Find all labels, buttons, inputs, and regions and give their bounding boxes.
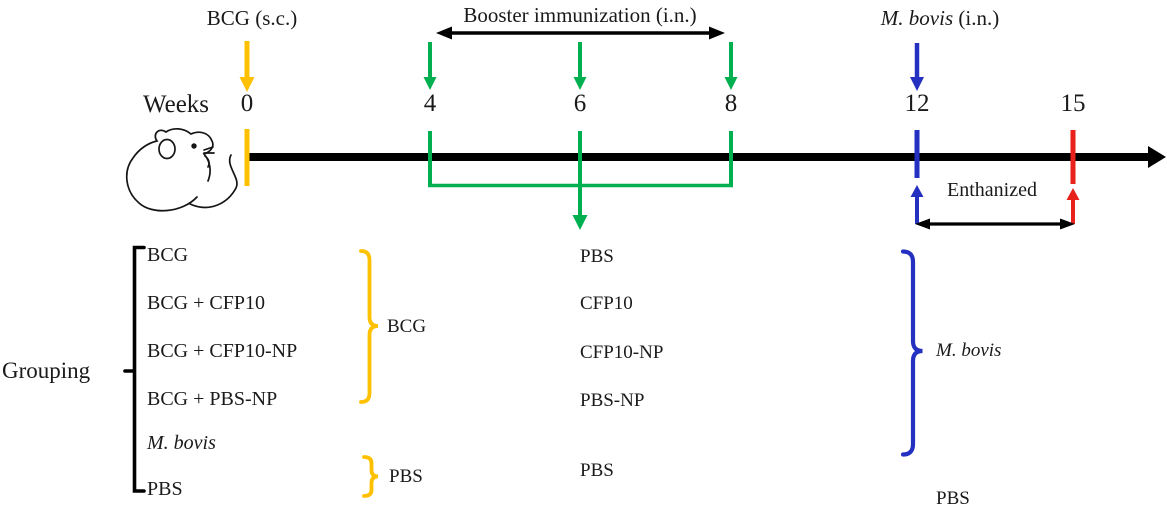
prime-arrow-icon <box>239 41 255 186</box>
euthanize-span-arrow-icon <box>915 218 1075 230</box>
euthanize-marker-icon <box>1066 130 1080 224</box>
prime-event-label: BCG (s.c.) <box>206 6 298 30</box>
week-tick-6: 6 <box>573 90 587 117</box>
prime-bcg-brace-icon <box>359 249 379 404</box>
timeline-axis <box>247 146 1166 168</box>
booster-col-pbs-np: PBS-NP <box>580 390 645 411</box>
group-row-bcg: BCG <box>147 244 189 266</box>
booster-span-arrow-icon <box>436 26 725 40</box>
grouping-title: Grouping <box>2 358 91 383</box>
euthanized-label: Enthanized <box>947 179 1037 201</box>
week-tick-12: 12 <box>904 90 930 117</box>
group-row-pbs: PBS <box>147 478 183 500</box>
mouse-icon <box>125 128 238 212</box>
challenge-event-species: M. bovis <box>880 6 954 30</box>
booster-arrows-icon <box>423 42 738 90</box>
group-row-bcg-cfp10: BCG + CFP10 <box>147 292 265 314</box>
challenge-brace-icon <box>900 249 923 457</box>
week-tick-4: 4 <box>423 90 437 117</box>
prime-pbs-brace-label: PBS <box>389 466 423 487</box>
booster-col-cfp10-np: CFP10-NP <box>580 342 664 363</box>
week-tick-15: 15 <box>1060 90 1086 117</box>
booster-col-pbs-2: PBS <box>580 460 614 481</box>
booster-col-cfp10: CFP10 <box>580 293 633 314</box>
challenge-arrow-icon <box>910 43 924 224</box>
group-row-bcg-cfp10-np: BCG + CFP10-NP <box>147 340 298 362</box>
challenge-brace-label: M. bovis <box>936 340 1002 361</box>
booster-event-label: Booster immunization (i.n.) <box>463 3 697 27</box>
prime-bcg-brace-label: BCG <box>387 316 427 337</box>
week-tick-0: 0 <box>240 90 254 117</box>
group-row-m-bovis: M. bovis <box>147 432 216 454</box>
week-tick-8: 8 <box>724 90 738 117</box>
challenge-event-label: M. bovis (i.n.) <box>881 6 999 31</box>
grouping-bracket-icon <box>123 245 146 493</box>
challenge-pbs-label: PBS <box>936 488 970 509</box>
group-row-bcg-pbs-np: BCG + PBS-NP <box>147 388 278 410</box>
challenge-event-route: (i.n.) <box>953 6 1000 30</box>
weeks-axis-label: Weeks <box>143 91 210 118</box>
booster-bracket-icon <box>428 131 733 230</box>
prime-pbs-brace-icon <box>362 455 379 498</box>
booster-col-pbs-1: PBS <box>580 246 614 267</box>
